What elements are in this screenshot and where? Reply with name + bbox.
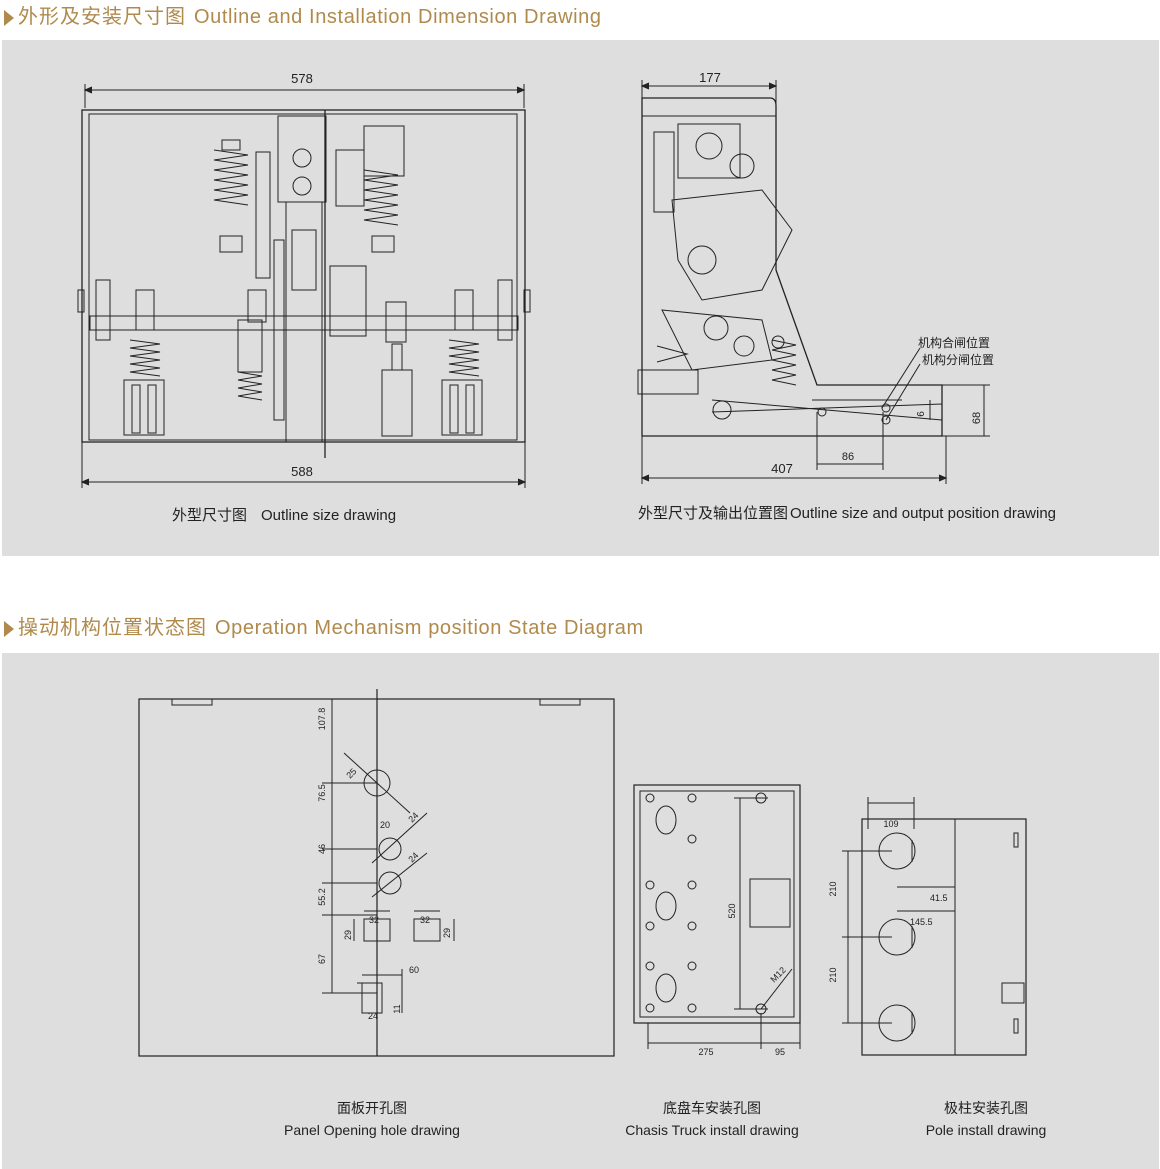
chassis-dim-275: 275 (698, 1047, 713, 1057)
pole-caption: 极柱安装孔图 Pole install drawing (886, 1097, 1086, 1141)
panel-dim-60: 60 (409, 965, 419, 975)
panel-dim-32b: 32 (420, 915, 430, 925)
section1-title-en: Outline and Installation Dimension Drawi… (194, 6, 602, 28)
section2-title-en: Operation Mechanism position State Diagr… (215, 617, 644, 639)
panel-dim-29b: 29 (442, 928, 452, 938)
outline-caption-cn: 外型尺寸图 (172, 507, 248, 524)
panel-caption-en: Panel Opening hole drawing (284, 1122, 460, 1138)
dim-6: 6 (916, 411, 927, 417)
panel-dim-29a: 29 (343, 930, 353, 940)
section1-panel: 578 588 177 407 86 68 6 机构合闸位置 机构分闸位置 外型… (2, 40, 1159, 556)
pole-dim-210b: 210 (828, 967, 838, 982)
panel-dim-24a: 24 (406, 810, 420, 824)
chassis-caption-cn: 底盘车安装孔图 (663, 1100, 761, 1116)
outline-front-drawing (77, 84, 531, 488)
dim-177: 177 (699, 70, 721, 85)
label-close-position: 机构合闸位置 (918, 335, 990, 350)
panel-caption-cn: 面板开孔图 (337, 1100, 407, 1116)
panel-dim-24b: 24 (406, 850, 420, 864)
outline-caption-en: Outline size drawing (261, 507, 397, 524)
panel-dim-25: 25 (344, 766, 358, 780)
section2-title-cn: 操动机构位置状态图 (18, 615, 207, 639)
pole-dim-210a: 210 (828, 881, 838, 896)
panel-dim-20: 20 (380, 820, 390, 830)
pole-dim-41-5: 41.5 (930, 893, 948, 903)
side-caption-en: Outline size and output position drawing (790, 505, 1057, 522)
pole-caption-en: Pole install drawing (925, 1122, 1047, 1138)
panel-dim-55-2: 55.2 (317, 888, 327, 906)
outline-side-drawing (637, 80, 990, 484)
panel-dim-76-5: 76.5 (317, 784, 327, 802)
section2-drawings: 107.8 76.5 46 55.2 67 25 24 20 24 32 29 … (138, 689, 1027, 1057)
chassis-dim-m12: M12 (768, 965, 787, 984)
panel-caption: 面板开孔图 Panel Opening hole drawing (272, 1097, 472, 1141)
pole-install-drawing (842, 797, 1027, 1056)
section1-title: 外形及安装尺寸图 Outline and Installation Dimensi… (0, 0, 602, 29)
panel-dim-24c: 24 (368, 1011, 378, 1021)
chassis-truck-drawing (633, 784, 801, 1049)
triangle-marker-icon (4, 620, 14, 637)
panel-dim-32a: 32 (369, 915, 379, 925)
panel-dim-67: 67 (317, 954, 327, 964)
panel-opening-drawing (138, 689, 615, 1057)
panel-dim-11: 11 (392, 1004, 402, 1013)
dim-588: 588 (291, 464, 313, 479)
pole-dim-145-5: 145.5 (910, 917, 933, 927)
chassis-caption: 底盘车安装孔图 Chasis Truck install drawing (612, 1097, 812, 1141)
section2-panel: 107.8 76.5 46 55.2 67 25 24 20 24 32 29 … (2, 653, 1159, 1169)
triangle-marker-icon (4, 9, 14, 26)
dim-86: 86 (842, 451, 854, 463)
pole-dim-109: 109 (883, 819, 898, 829)
panel-dim-46: 46 (317, 844, 327, 854)
section1-title-cn: 外形及安装尺寸图 (18, 4, 186, 28)
dim-407: 407 (771, 461, 793, 476)
label-open-position: 机构分闸位置 (922, 352, 994, 367)
panel-dim-107-8: 107.8 (317, 708, 327, 731)
pole-caption-cn: 极柱安装孔图 (944, 1100, 1028, 1116)
side-caption-cn: 外型尺寸及输出位置图 (638, 505, 789, 522)
section1-drawings: 578 588 177 407 86 68 6 机构合闸位置 机构分闸位置 (77, 70, 994, 488)
section2-title: 操动机构位置状态图 Operation Mechanism position St… (0, 611, 644, 640)
dim-68: 68 (971, 412, 983, 424)
chassis-caption-en: Chasis Truck install drawing (625, 1122, 799, 1138)
chassis-dim-95: 95 (775, 1047, 785, 1057)
outline-caption: 外型尺寸图 Outline size drawing (172, 504, 396, 525)
dim-578: 578 (291, 71, 313, 86)
chassis-dim-520: 520 (727, 903, 737, 918)
